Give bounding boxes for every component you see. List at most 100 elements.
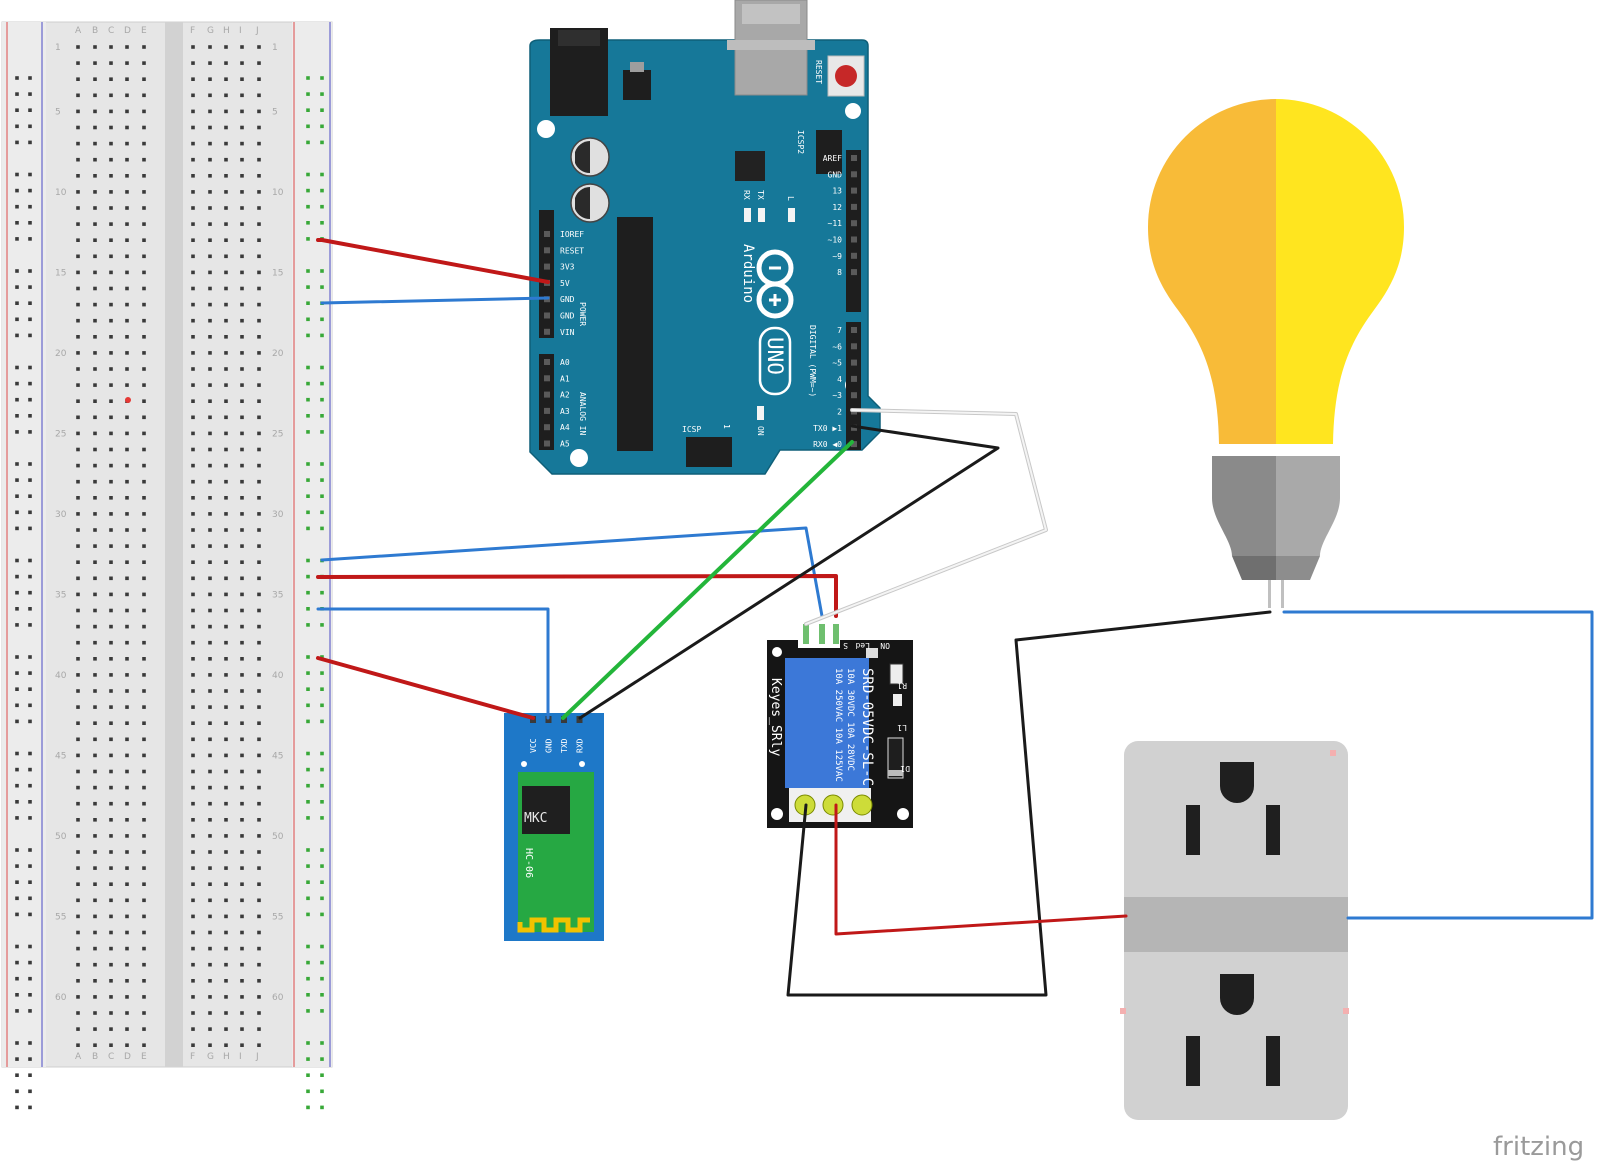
breadboard-hole [125,737,129,742]
rail-hole-connected [320,767,324,772]
wire-5v-to-rail[interactable] [316,238,550,284]
breadboard-hole [224,914,228,919]
relay-header-pin[interactable] [819,624,825,644]
wire-rail-gnd-to-relay[interactable] [320,526,824,618]
power-outlet[interactable] [1120,741,1349,1120]
wire-relay-to-bulb[interactable] [786,610,1272,997]
breadboard-hole [191,592,195,597]
reset-button-cap[interactable] [835,65,857,87]
breadboard-hole [224,238,228,242]
header-pin[interactable] [544,231,550,237]
breadboard-hole [208,818,212,822]
header-pin[interactable] [851,327,857,333]
breadboard-hole [240,673,244,677]
breadboard-hole [208,544,212,548]
header-pin[interactable] [851,375,857,382]
header-pin[interactable] [544,440,550,447]
header-pin[interactable] [851,269,857,276]
breadboard-hole [93,769,97,774]
breadboard-hole [208,898,212,903]
wire-gnd-to-rail[interactable] [320,296,550,305]
wire-rail-gnd-to-bluetooth[interactable] [316,607,550,720]
breadboard-hole [109,979,113,983]
header-pin[interactable] [851,187,857,194]
pin-label: RX0 ◀0 [813,440,842,449]
breadboard-hole [257,737,261,742]
header-pin[interactable] [851,441,857,448]
breadboard-hole [224,125,228,130]
breadboard-hole [208,141,212,146]
breadboard-row-number: 45 [272,751,283,761]
wire-relay-to-outlet[interactable] [834,803,1128,936]
header-pin[interactable] [544,247,550,254]
header-pin[interactable] [544,375,550,382]
breadboard-hole [240,866,244,870]
breadboard-row-number: 50 [272,832,284,842]
breadboard-hole [109,544,113,548]
header-pin[interactable] [851,155,857,161]
keyes-relay-module[interactable]: Keyes_SRly SRD-05VDC-SL-C 10A 250VAC 10A… [767,624,913,835]
rail-hole-connected [320,1105,324,1110]
breadboard-hole [93,286,97,291]
header-pin[interactable] [544,359,550,365]
breadboard-right-power-rail [292,22,332,1067]
header-pin[interactable] [851,359,857,366]
tx-label: TX [756,190,765,200]
breadboard-hole [240,45,244,49]
header-pin[interactable] [851,343,857,350]
relay-header-pin[interactable] [833,624,839,644]
header-pin[interactable] [544,263,550,270]
rail-hole-connected [320,381,324,386]
header-pin[interactable] [851,171,857,178]
header-pin[interactable] [544,328,550,335]
header-pin[interactable] [544,312,550,319]
bluetooth-pin[interactable] [545,716,552,723]
icsp-header [686,437,732,467]
relay-header-pin[interactable] [803,624,809,644]
wire-rail-vcc-to-relay[interactable] [316,574,838,618]
header-pin[interactable] [544,424,550,431]
header-pin[interactable] [544,391,550,398]
rail-hole-connected [306,558,310,563]
header-pin[interactable] [851,236,857,243]
wire-d2-to-relay-signal-core[interactable] [805,409,1047,625]
breadboard-hole [224,383,228,387]
breadboard-hole [224,737,228,742]
breadboard-hole [224,141,228,146]
breadboard-hole [93,1043,97,1047]
header-pin[interactable] [851,392,857,399]
wire-rx-to-bluetooth[interactable] [578,424,1000,720]
rail-hole-connected [306,237,310,241]
breadboard-hole [240,705,244,709]
header-pin[interactable] [544,407,550,414]
breadboard-hole [240,447,244,452]
wire-tx-to-bluetooth[interactable] [561,440,854,720]
pin-label: GND [560,295,575,304]
icsp2-header [816,130,842,174]
header-pin[interactable] [851,203,857,210]
breadboard-hole [257,914,261,919]
arduino-uno[interactable]: RESET ICSP2 RX TX L ON Arduino UNO ICS [529,0,881,475]
header-pin[interactable] [851,220,857,227]
wire-bulb-to-outlet[interactable] [1282,610,1594,920]
digital-header-high [846,150,861,312]
header-pin[interactable] [851,252,857,259]
breadboard-hole [76,45,80,49]
rail-hole-connected [320,124,324,129]
breadboard-hole [109,61,113,65]
rail-hole-connected [306,896,310,901]
breadboard-hole [142,512,146,516]
breadboard-column-letter: B [92,1052,98,1062]
wire-rail-vcc-to-bluetooth[interactable] [316,656,535,720]
rail-hole-connected [306,188,310,193]
breadboard-hole [191,141,195,146]
breadboard-hole [257,351,261,355]
bluetooth-pin[interactable] [576,716,583,723]
icsp2-label: ICSP2 [796,130,805,154]
analog-header [539,354,554,450]
rail-hole-connected [306,1057,310,1061]
light-bulb[interactable] [1148,99,1404,608]
rail-hole-connected [320,993,324,997]
